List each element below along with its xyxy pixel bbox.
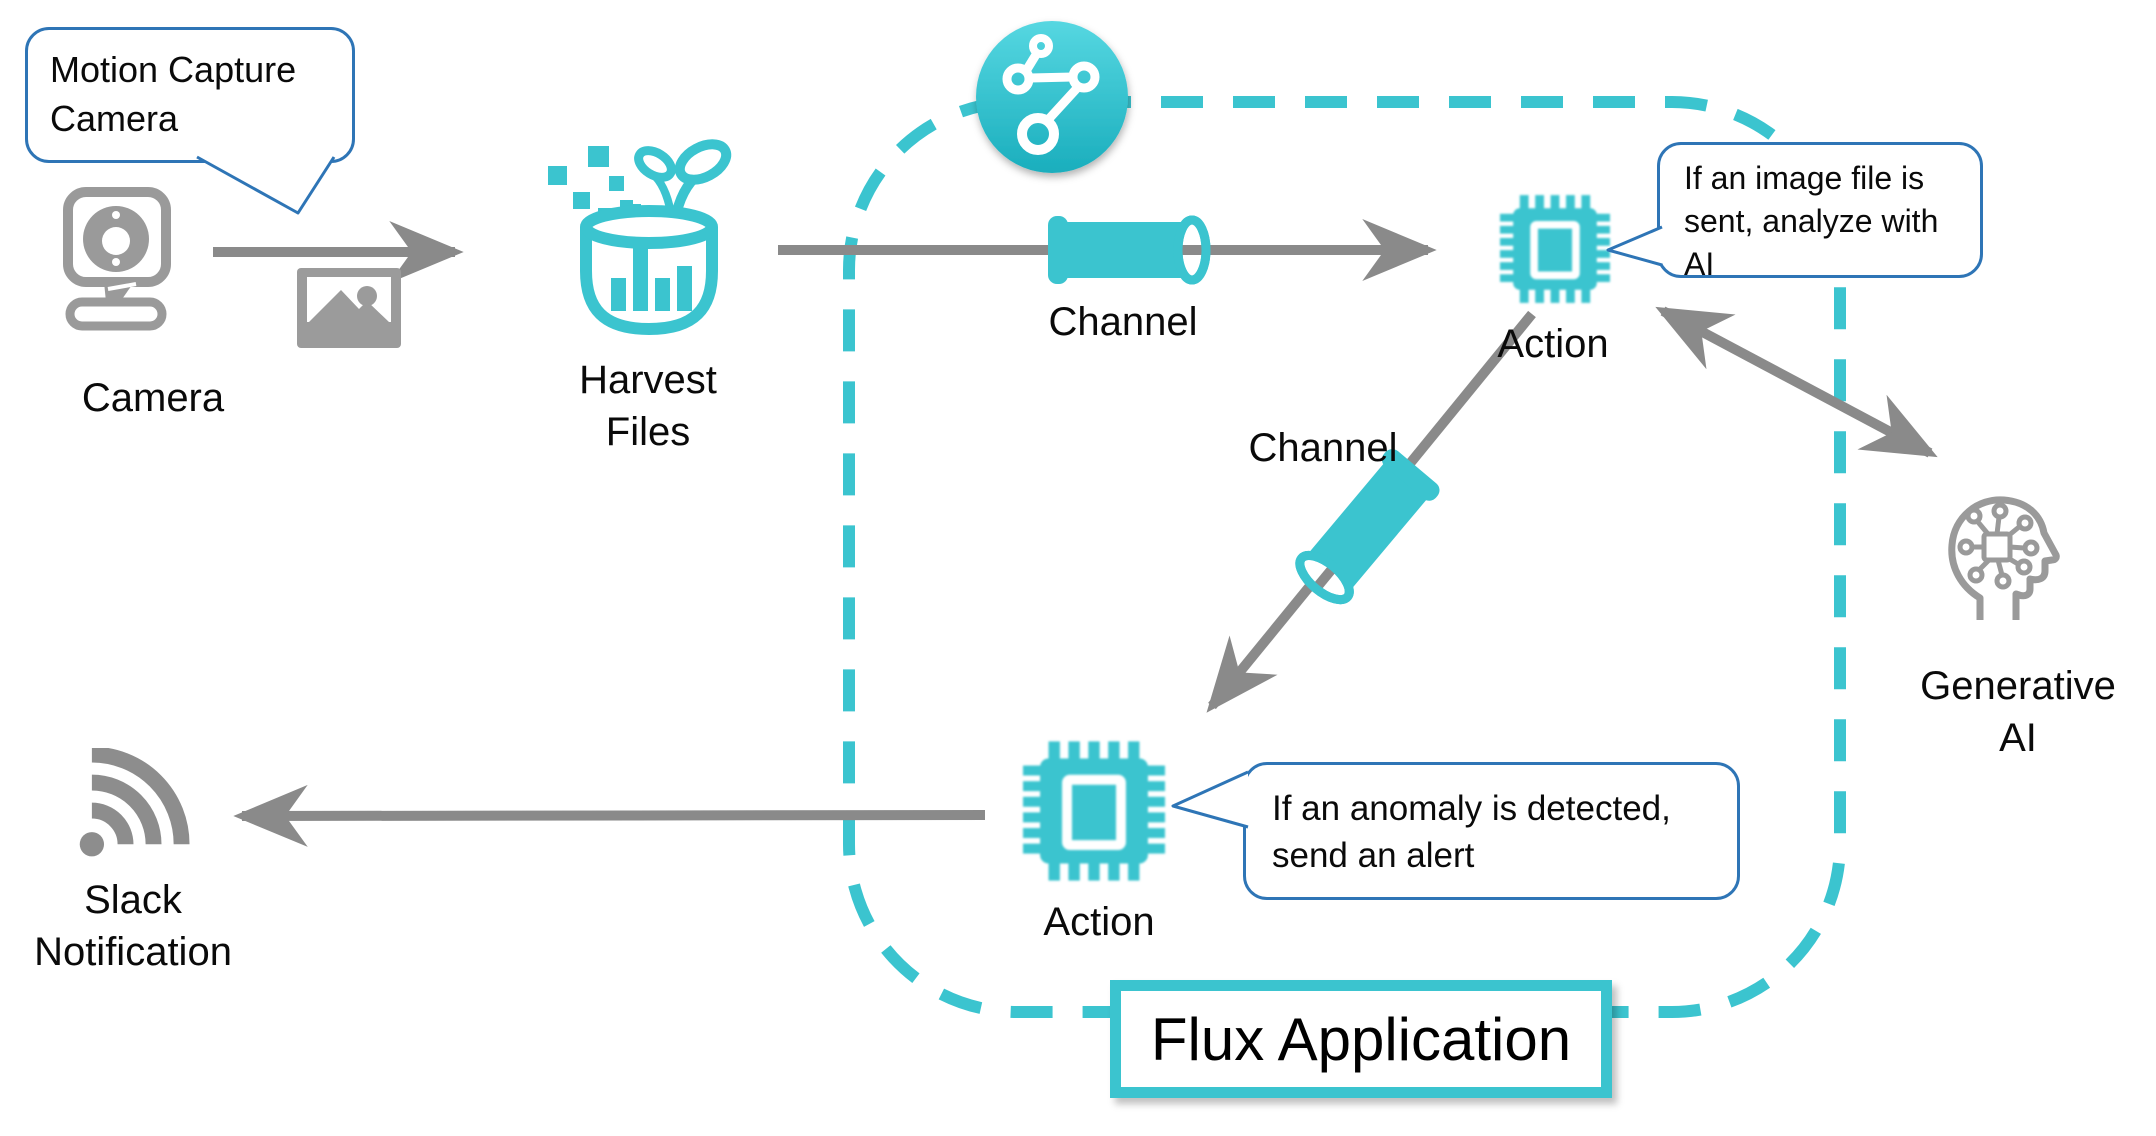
action-top-label: Action (1497, 322, 1609, 366)
camera-label: Camera (81, 376, 225, 420)
cpu-chip-icon (1500, 195, 1610, 303)
action-bottom-label: Action (1043, 900, 1155, 944)
flux-application-boundary (843, 96, 1846, 1018)
callout-analyze-with-ai: If an image file is sent, analyze with A… (1657, 142, 1983, 282)
slack-notification-label: Slack Notification (34, 878, 232, 974)
harvest-bucket-icon (548, 139, 732, 336)
callout-send-alert: If an anomaly is detected, send an alert (1243, 762, 1740, 900)
cpu-chip-icon (1023, 741, 1165, 881)
callout-text: If an anomaly is detected, send an alert (1272, 789, 1671, 876)
webcam-icon (63, 187, 171, 331)
pipe-icon (1295, 449, 1440, 605)
pipe-icon (1048, 215, 1211, 285)
channel-top-label: Channel (1048, 300, 1198, 344)
arrow-action-to-slack (233, 784, 986, 847)
flux-application-title: Flux Application (1150, 1005, 1572, 1073)
signal-waves-icon (79, 748, 190, 857)
generative-ai-label: Generative AI (1920, 664, 2116, 760)
photo-icon (297, 268, 401, 348)
ai-head-icon (1948, 496, 2060, 620)
callout-text: If an image file is sent, analyze with A… (1684, 160, 1939, 283)
flux-application-title-box: Flux Application (1110, 980, 1612, 1098)
callout-motion-capture-camera: Motion Capture Camera (25, 27, 355, 163)
commit-graph-icon (976, 21, 1128, 173)
channel-middle-label: Channel (1248, 426, 1398, 470)
arrow-action-genai-bidirectional (1655, 306, 1938, 458)
callout-text: Motion Capture Camera (50, 49, 297, 139)
harvest-files-label: Harvest Files (579, 358, 717, 454)
